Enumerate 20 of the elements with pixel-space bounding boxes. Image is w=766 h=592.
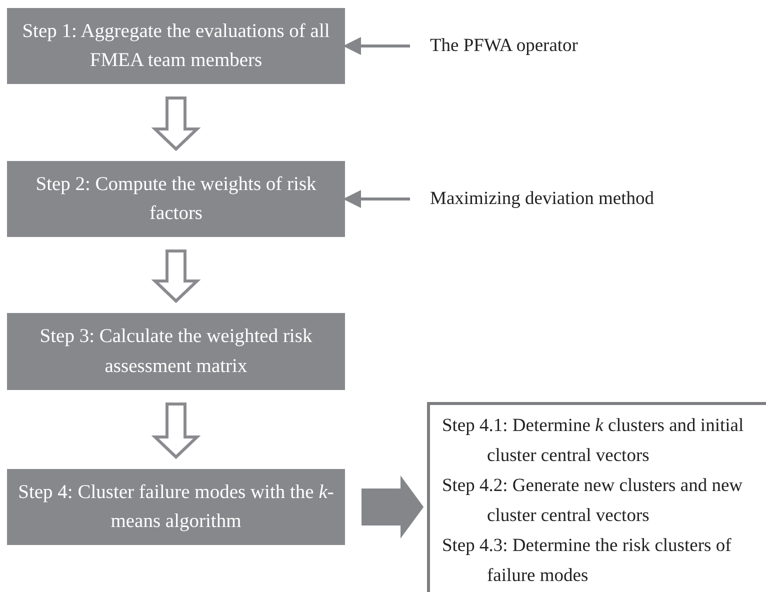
step-text: Step 4: Cluster failure modes with the k-means algorithm <box>17 480 335 534</box>
hollow-arrow <box>151 250 201 304</box>
arrow <box>343 37 410 55</box>
process-box <box>7 469 345 545</box>
hollow-arrow <box>151 402 201 460</box>
hollow-arrow <box>151 96 201 152</box>
process-box <box>7 313 345 390</box>
process-box <box>7 161 345 237</box>
process-box <box>7 8 345 84</box>
arrow <box>343 190 410 208</box>
step-text: Step 3: Calculate the weighted risk assessment matrix <box>38 325 314 378</box>
substep-text: Step 4.1: Determine k clusters and initial cluster central vectors <box>442 415 745 468</box>
step-text: Step 2: Compute the weights of risk factors <box>34 172 318 226</box>
method-note: Maximizing deviation method <box>430 188 654 210</box>
substep-box <box>427 402 766 592</box>
substep-text: Step 4.2: Generate new clusters and new cluster central vectors <box>442 475 744 528</box>
block-arrow <box>362 475 424 539</box>
method-note: The PFWA operator <box>430 36 578 56</box>
substep-text: Step 4.3: Determine the risk clusters of failure modes <box>442 535 732 588</box>
step-text: Step 1: Aggregate the evaluations of all FMEA team members <box>21 20 331 73</box>
